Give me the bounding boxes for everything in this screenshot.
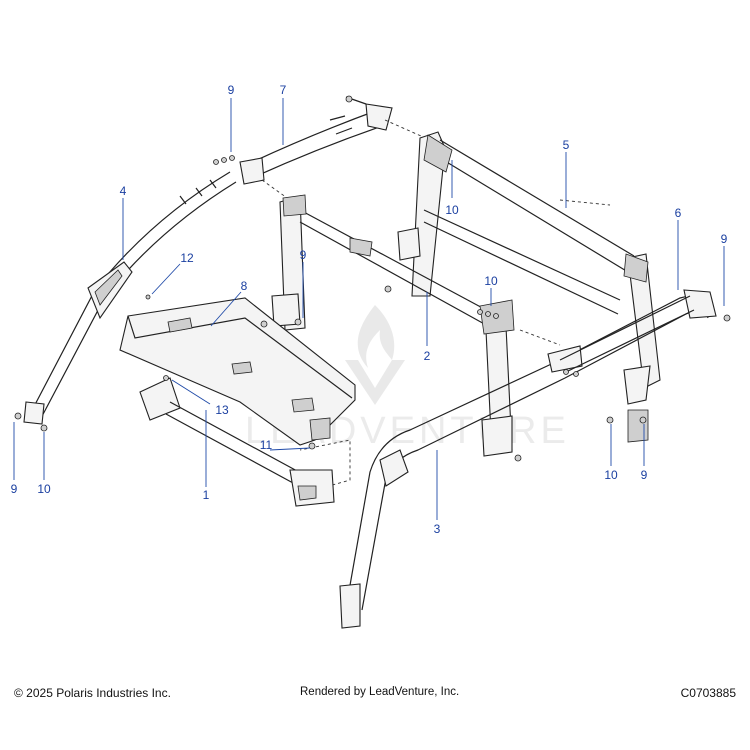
diagram-code: C0703885 xyxy=(680,686,736,700)
part-5-rear-frame[interactable] xyxy=(397,131,661,443)
part-8-panel[interactable] xyxy=(119,297,356,446)
hardware-bolts xyxy=(14,95,731,462)
callout-2: 2 xyxy=(424,349,431,363)
part-1-lower-bar[interactable] xyxy=(139,377,335,507)
callout-8: 8 xyxy=(241,279,248,293)
callout-5: 5 xyxy=(563,138,570,152)
callout-9: 9 xyxy=(228,83,235,97)
part-4-left-roof-tube[interactable] xyxy=(23,171,237,425)
part-6-right-tube[interactable] xyxy=(559,295,695,373)
callout-leaders xyxy=(13,98,725,520)
callout-11: 11 xyxy=(260,438,273,452)
callout-4: 4 xyxy=(120,184,127,198)
callout-10: 10 xyxy=(445,203,459,217)
callout-10: 10 xyxy=(37,482,51,496)
part-7-front-roof-tube[interactable] xyxy=(239,96,393,185)
callout-7: 7 xyxy=(280,83,287,97)
callout-9: 9 xyxy=(721,232,728,246)
callout-9: 9 xyxy=(11,482,18,496)
rendered-by-text: Rendered by LeadVenture, Inc. xyxy=(300,686,460,698)
callout-10: 10 xyxy=(604,468,618,482)
copyright-text: © 2025 Polaris Industries Inc. xyxy=(14,686,171,700)
callout-labels: 9 7 4 12 8 9 10 5 6 9 10 2 13 11 1 3 9 1… xyxy=(11,83,728,536)
callout-3: 3 xyxy=(434,522,441,536)
callout-12: 12 xyxy=(180,251,194,265)
callout-10: 10 xyxy=(484,274,498,288)
part-3-front-hoop[interactable] xyxy=(339,289,717,629)
callout-1: 1 xyxy=(203,488,210,502)
callout-9: 9 xyxy=(300,248,307,262)
callout-6: 6 xyxy=(675,206,682,220)
callout-13: 13 xyxy=(215,403,229,417)
callout-9: 9 xyxy=(641,468,648,482)
